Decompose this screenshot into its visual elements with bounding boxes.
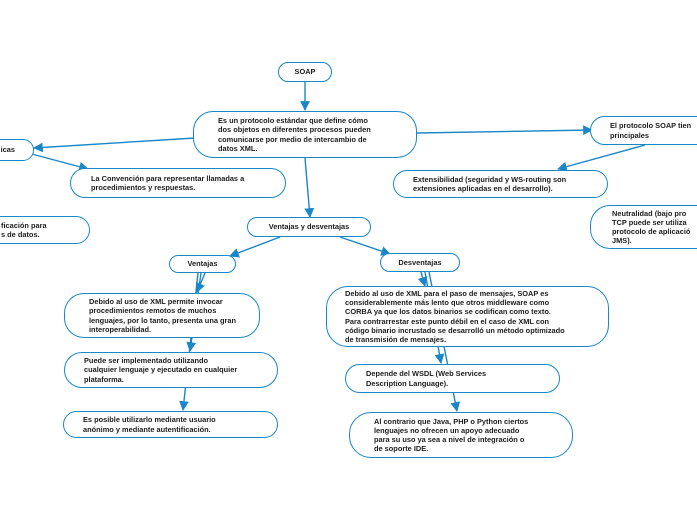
node-ventaja-2[interactable]: Puede ser implementado utilizando cualqu… (64, 352, 278, 388)
node-convencion-label: La Convención para representar llamadas … (91, 173, 245, 192)
node-ventajas[interactable]: Ventajas (169, 255, 236, 273)
node-protocolo-principales-label: El protocolo SOAP tien principales (610, 121, 692, 140)
node-ventajas-desventajas-label: Ventajas y desventajas (268, 222, 350, 232)
node-neutralidad-label: Neutralidad (bajo pro TCP puede ser util… (612, 208, 691, 246)
node-left-partial-2-label: ficación para s de datos. (1, 220, 47, 239)
node-desventaja-1[interactable]: Debido al uso de XML para el paso de men… (326, 286, 609, 347)
edge-vd-desventajas (339, 236, 391, 256)
edge-definition-left (33, 137, 196, 153)
edge-definition-principales (416, 125, 593, 136)
node-desventaja-3[interactable]: Al contrario que Java, PHP o Python cier… (349, 412, 573, 458)
node-desventajas[interactable]: Desventajas (380, 253, 460, 272)
node-desventaja-2[interactable]: Depende del WSDL (Web Services Descripti… (345, 364, 560, 393)
node-definition-label: Es un protocolo estándar que define cómo… (218, 116, 371, 153)
node-extensibilidad[interactable]: Extensibilidad (seguridad y WS-routing s… (393, 170, 608, 198)
node-definition[interactable]: Es un protocolo estándar que define cómo… (193, 111, 417, 158)
node-ventaja-1-label: Debido al uso de XML permite invocar pro… (89, 297, 237, 334)
edge-definition-ventajas-desventajas (304, 157, 315, 218)
edge-vd-ventajas (229, 236, 281, 258)
node-desventajas-label: Desventajas (398, 257, 442, 267)
node-extensibilidad-label: Extensibilidad (seguridad y WS-routing s… (413, 174, 567, 193)
node-ventajas-label: Ventajas (187, 259, 218, 269)
node-left-partial-2[interactable]: ficación para s de datos. (0, 216, 90, 244)
node-ventaja-3-label: Es posible utilizarlo mediante usuario a… (83, 415, 216, 434)
node-ventaja-2-label: Puede ser implementado utilizando cualqu… (84, 356, 238, 384)
edge-left-convencion (27, 152, 89, 172)
node-protocolo-principales[interactable]: El protocolo SOAP tien principales (590, 116, 697, 145)
node-desventaja-1-label: Debido al uso de XML para el paso de men… (345, 289, 565, 344)
node-desventaja-3-label: Al contrario que Java, PHP o Python cier… (374, 416, 529, 454)
node-desventaja-2-label: Depende del WSDL (Web Services Descripti… (366, 369, 487, 388)
node-soap[interactable]: SOAP (278, 62, 332, 82)
node-ventaja-3[interactable]: Es posible utilizarlo mediante usuario a… (63, 411, 278, 438)
node-ventajas-desventajas[interactable]: Ventajas y desventajas (247, 217, 371, 237)
edge-desventajas-d1 (417, 271, 428, 287)
node-left-partial[interactable]: icas (0, 139, 34, 161)
node-ventaja-1[interactable]: Debido al uso de XML permite invocar pro… (64, 293, 260, 338)
node-convencion[interactable]: La Convención para representar llamadas … (70, 168, 286, 198)
node-neutralidad[interactable]: Neutralidad (bajo pro TCP puede ser util… (590, 205, 697, 249)
node-left-partial-label: icas (0, 145, 15, 155)
edge-principales-extensibilidad (557, 144, 646, 172)
node-soap-label: SOAP (294, 67, 316, 77)
